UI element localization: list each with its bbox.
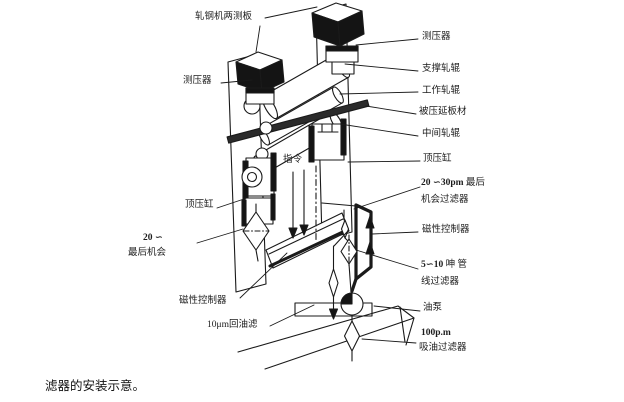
last-chance-filter-left-symbol	[242, 203, 270, 262]
label-last-chance-filter-right-line2: 机会过滤器	[421, 195, 469, 205]
label-last-chance-filter-right-line1: 20 ∽30pm 最后	[421, 178, 485, 189]
label-magnetic-controller-right: 磁性控制器	[422, 225, 470, 235]
label-last-chance-num: 20 ∽30pm	[421, 178, 464, 188]
label-press-cylinder-right: 顶压缸	[423, 154, 452, 164]
label-magnetic-controller-left: 磁性控制器	[179, 296, 227, 306]
pressure-gauge-left-symbol	[245, 87, 275, 105]
oil-tank	[237, 305, 415, 370]
label-mill-side-plates: 轧钢机两测板	[195, 12, 253, 22]
label-line-filter-line1: 5∽10 呻 管	[421, 260, 467, 271]
figure-caption: 滤器的安装示意。	[45, 379, 146, 393]
label-backup-roll: 支撑轧辊	[422, 64, 461, 74]
hydraulic-circuit	[321, 202, 375, 293]
label-command-signal: 指令	[283, 155, 303, 165]
label-return-oil-filter: 10μm回油滤	[207, 320, 258, 330]
left-cap-block	[235, 51, 285, 93]
label-suction-filter-line2: 吸油过滤器	[419, 343, 467, 353]
label-last-chance-rest: 最后	[463, 178, 485, 188]
label-press-cylinder-left: 顶压缸	[185, 200, 214, 210]
pressure-gauge-right-symbol	[325, 45, 359, 75]
label-oil-pump: 油泵	[423, 303, 443, 313]
magnetic-controller-plate	[265, 212, 350, 269]
press-cylinder-right-symbol	[308, 118, 347, 163]
label-rolled-sheet: 被压延板材	[419, 107, 467, 117]
return-drop-line	[328, 231, 348, 320]
label-work-roll: 工作轧辊	[422, 86, 461, 96]
label-pressure-gauge-right: 测压器	[422, 32, 451, 42]
suction-filter-symbol	[343, 320, 361, 352]
label-pressure-gauge-left: 测压器	[183, 76, 212, 86]
oil-pump-symbol	[340, 292, 364, 362]
label-line-filter-rest: 呻 管	[443, 260, 467, 270]
label-last-chance-filter-left-line2: 最后机会	[128, 248, 167, 258]
label-line-filter-num: 5∽10	[421, 260, 444, 270]
press-cylinder-left-symbol	[241, 152, 277, 227]
label-suction-filter-line1: 100p.m	[421, 328, 451, 338]
label-intermediate-roll: 中间轧辊	[422, 129, 461, 139]
label-line-filter-line2: 线过滤器	[421, 277, 460, 287]
label-last-chance-filter-left-line1: 20 ∽	[143, 233, 163, 243]
right-cap-block	[311, 2, 365, 47]
command-signal-lines	[288, 165, 317, 241]
leader-lines	[196, 6, 421, 344]
